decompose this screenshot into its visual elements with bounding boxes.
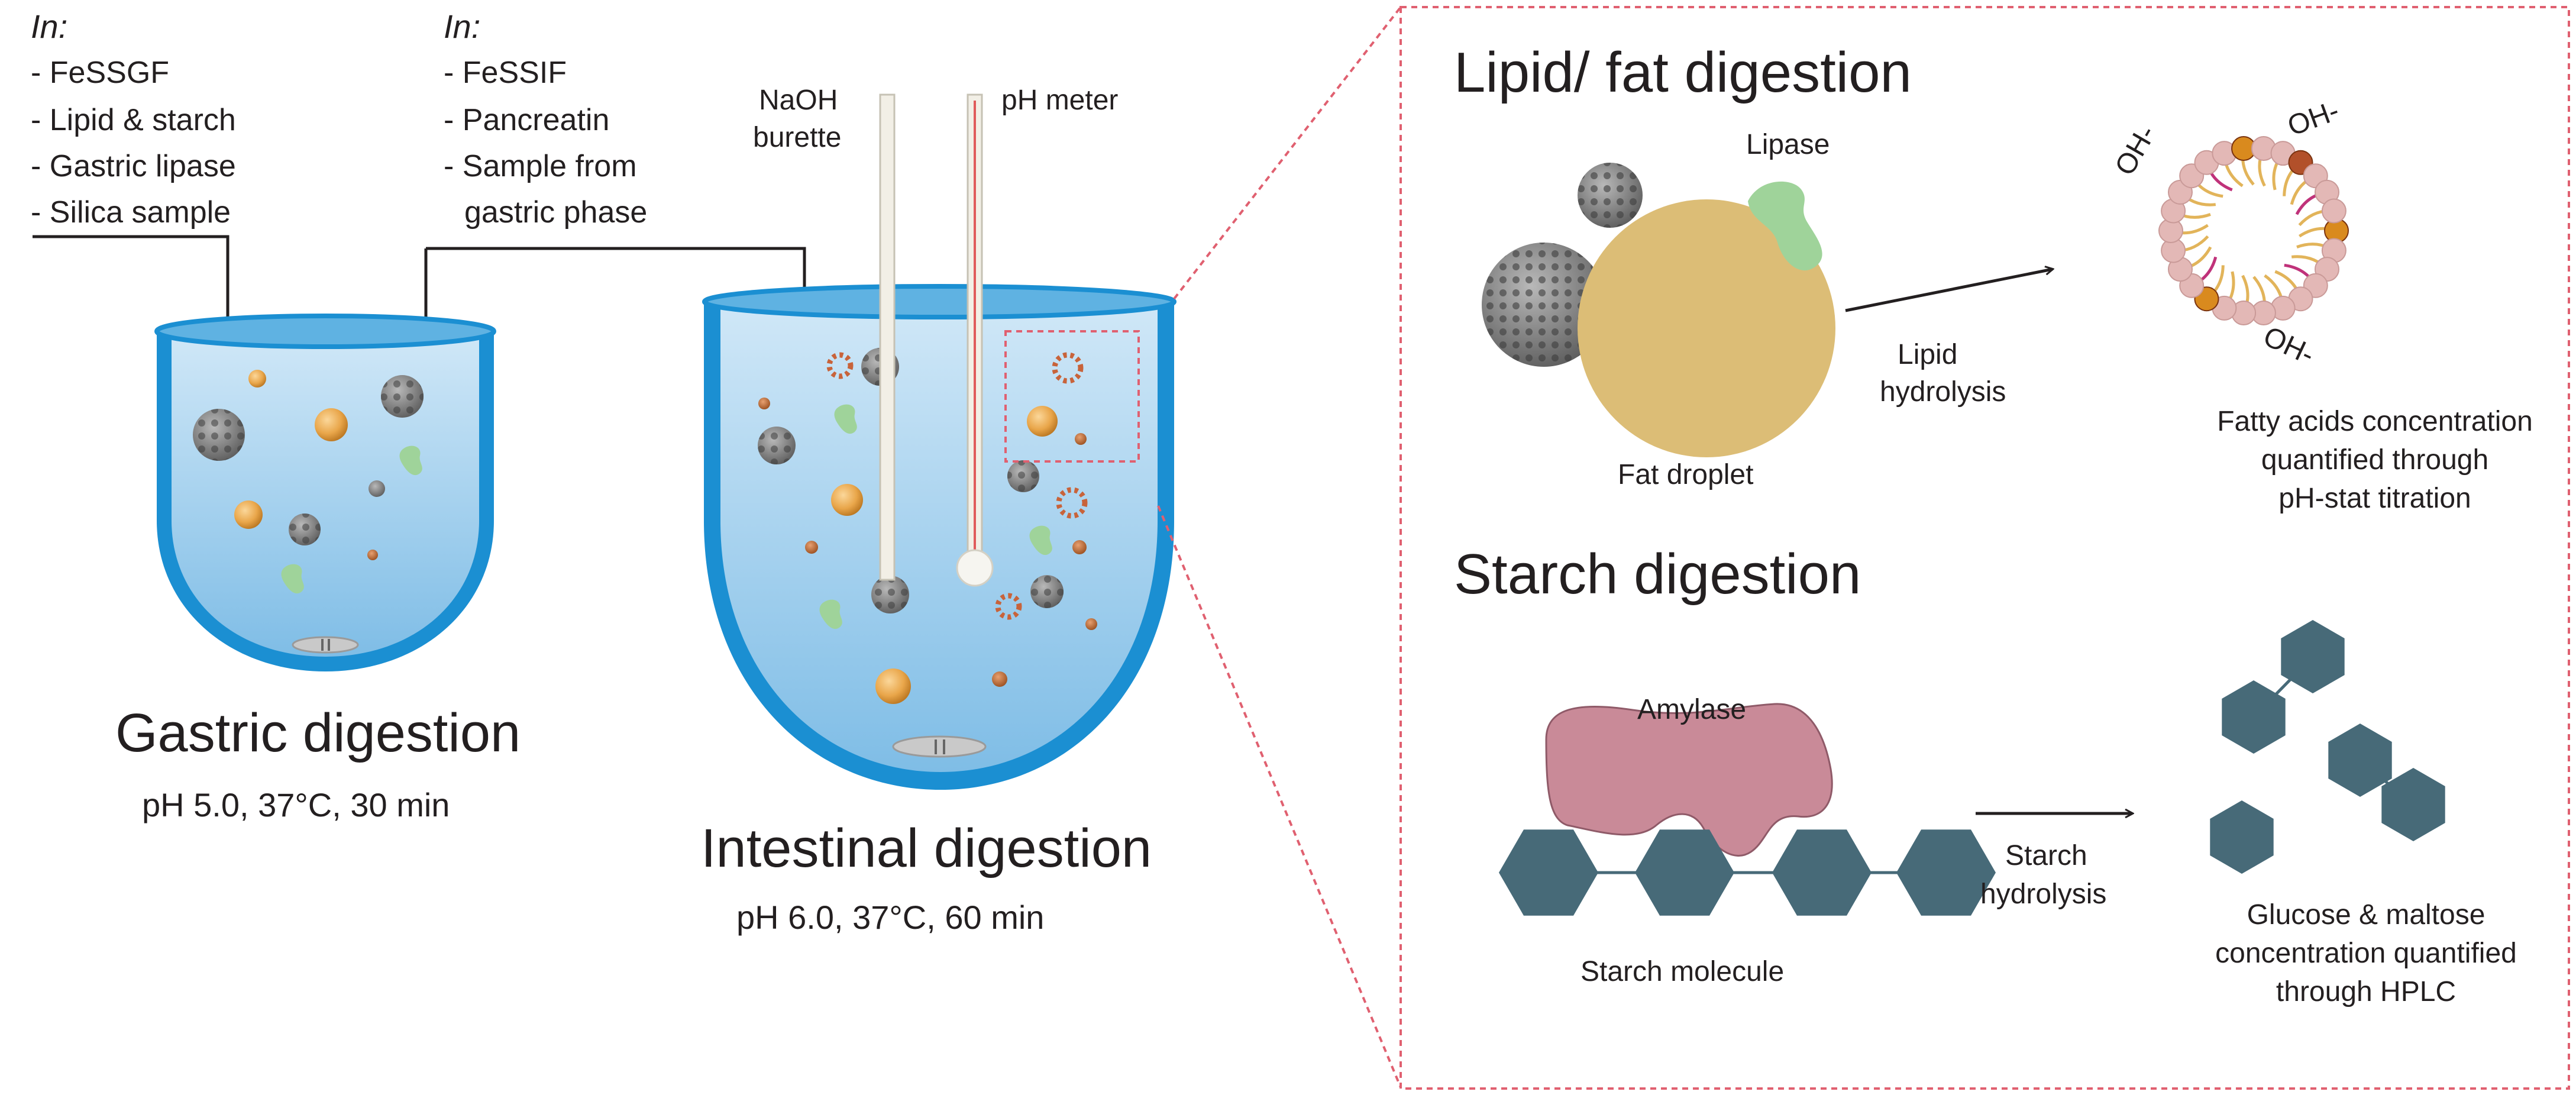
lipase-enzyme [834, 404, 857, 434]
zoom-box [1004, 330, 1140, 463]
sugar-unit [2328, 724, 2392, 797]
intestinal-inputs: In: - FeSSIF - Pancreatin - Sample from … [444, 8, 647, 230]
starch-molecule [1499, 829, 1996, 916]
intestinal-vessel [702, 284, 1177, 790]
intestinal-title: Intestinal digestion [701, 818, 1152, 879]
lipid-reaction-arrow [1845, 269, 2053, 312]
glucose-unit [1499, 829, 1598, 916]
gastric-input-item: - Gastric lipase [31, 149, 236, 183]
lipase-enzyme [1029, 525, 1052, 556]
starch-result: through HPLC [2276, 976, 2456, 1007]
intestinal-input-item: gastric phase [464, 195, 647, 230]
fat-globule [1027, 406, 1058, 437]
naoh-burette [879, 93, 896, 581]
zoom-line [1157, 505, 1402, 1088]
fat-droplet-label: Fat droplet [1618, 459, 1753, 490]
lipid-reaction-label: Lipid [1898, 339, 1957, 370]
glucose-unit [1635, 829, 1734, 916]
ph-meter-label: pH meter [1001, 85, 1118, 116]
hydroxide-ion: OH- [2284, 95, 2344, 142]
amylase-enzyme [1545, 703, 1833, 857]
gastric-inputs: In: - FeSSGF - Lipid & starch - Gastric … [31, 8, 236, 230]
sugar-unit [2281, 620, 2345, 693]
fat-globule [234, 500, 263, 529]
starch-result: Glucose & maltose [2247, 899, 2485, 931]
amylase-label: Amylase [1637, 694, 1746, 725]
fat-globule [248, 370, 266, 387]
glucose-unit [1896, 829, 1996, 916]
fat-globule [992, 671, 1007, 687]
fat-globule [1072, 540, 1087, 554]
phospholipid-head [2321, 198, 2346, 224]
fat-globule [1075, 433, 1087, 445]
fat-globule [1085, 618, 1097, 630]
lipid-result: pH-stat titration [2278, 483, 2471, 514]
lipase-enzyme [399, 445, 422, 476]
lipid-result: Fatty acids concentration [2217, 406, 2533, 437]
lipase-enzyme [819, 599, 842, 629]
zoom-line [1173, 6, 1402, 300]
fat-globule [805, 541, 818, 554]
fat-globule [758, 398, 770, 409]
intestinal-input-item: - Sample from [444, 149, 637, 183]
gastric-title: Gastric digestion [115, 703, 521, 763]
sugar-unit [2222, 680, 2286, 754]
lipid-reaction-label: hydrolysis [1880, 376, 2006, 408]
ph-meter-probe [956, 93, 994, 587]
starch-reaction-label: Starch [2005, 840, 2087, 871]
starch-section-title: Starch digestion [1454, 542, 1861, 606]
fat-globule [367, 550, 378, 560]
lipase-label: Lipase [1746, 129, 1830, 160]
lipid-result: quantified through [2261, 444, 2488, 476]
gastric-input-item: - Lipid & starch [31, 103, 236, 137]
fat-globule [875, 669, 911, 704]
fat-droplet [1578, 199, 1835, 457]
lipid-illustration [1482, 163, 1835, 457]
burette-label: burette [753, 122, 841, 153]
gastric-input-item: - FeSSGF [31, 56, 169, 90]
lipase-enzyme [281, 564, 304, 594]
fat-globule [315, 408, 348, 441]
detail-panel [1399, 6, 2570, 1090]
micelle [995, 593, 1022, 620]
gastric-input-item: - Silica sample [31, 195, 231, 230]
starch-reaction-label: hydrolysis [1980, 879, 2106, 910]
burette-label: NaOH [759, 85, 838, 116]
intestinal-input-item: - Pancreatin [444, 103, 609, 137]
lipase-enzyme [1748, 181, 1822, 271]
silica-particle [369, 480, 385, 497]
fatty-acid-micelle [2158, 136, 2349, 325]
glucose-unit [1772, 829, 1872, 916]
micelle [1052, 352, 1084, 384]
intestinal-inputs-heading: In: [444, 8, 480, 45]
gastric-vessel [154, 314, 496, 671]
hydroxide-ion: OH- [2258, 321, 2319, 371]
sugar-unit [2210, 800, 2274, 874]
hydroxide-ion: OH- [2109, 120, 2163, 181]
gastric-inputs-heading: In: [31, 8, 67, 45]
starch-molecule-label: Starch molecule [1580, 956, 1784, 987]
micelle [826, 352, 854, 379]
glucose-maltose-products [2210, 620, 2445, 874]
intestinal-conditions: pH 6.0, 37°C, 60 min [736, 899, 1044, 936]
micelle [1056, 487, 1088, 519]
intestinal-input-item: - FeSSIF [444, 56, 567, 90]
sugar-unit [2381, 768, 2445, 841]
lipid-section-title: Lipid/ fat digestion [1454, 41, 1912, 104]
gastric-conditions: pH 5.0, 37°C, 30 min [142, 786, 450, 823]
starch-result: concentration quantified [2215, 938, 2517, 969]
fat-globule [831, 484, 863, 516]
